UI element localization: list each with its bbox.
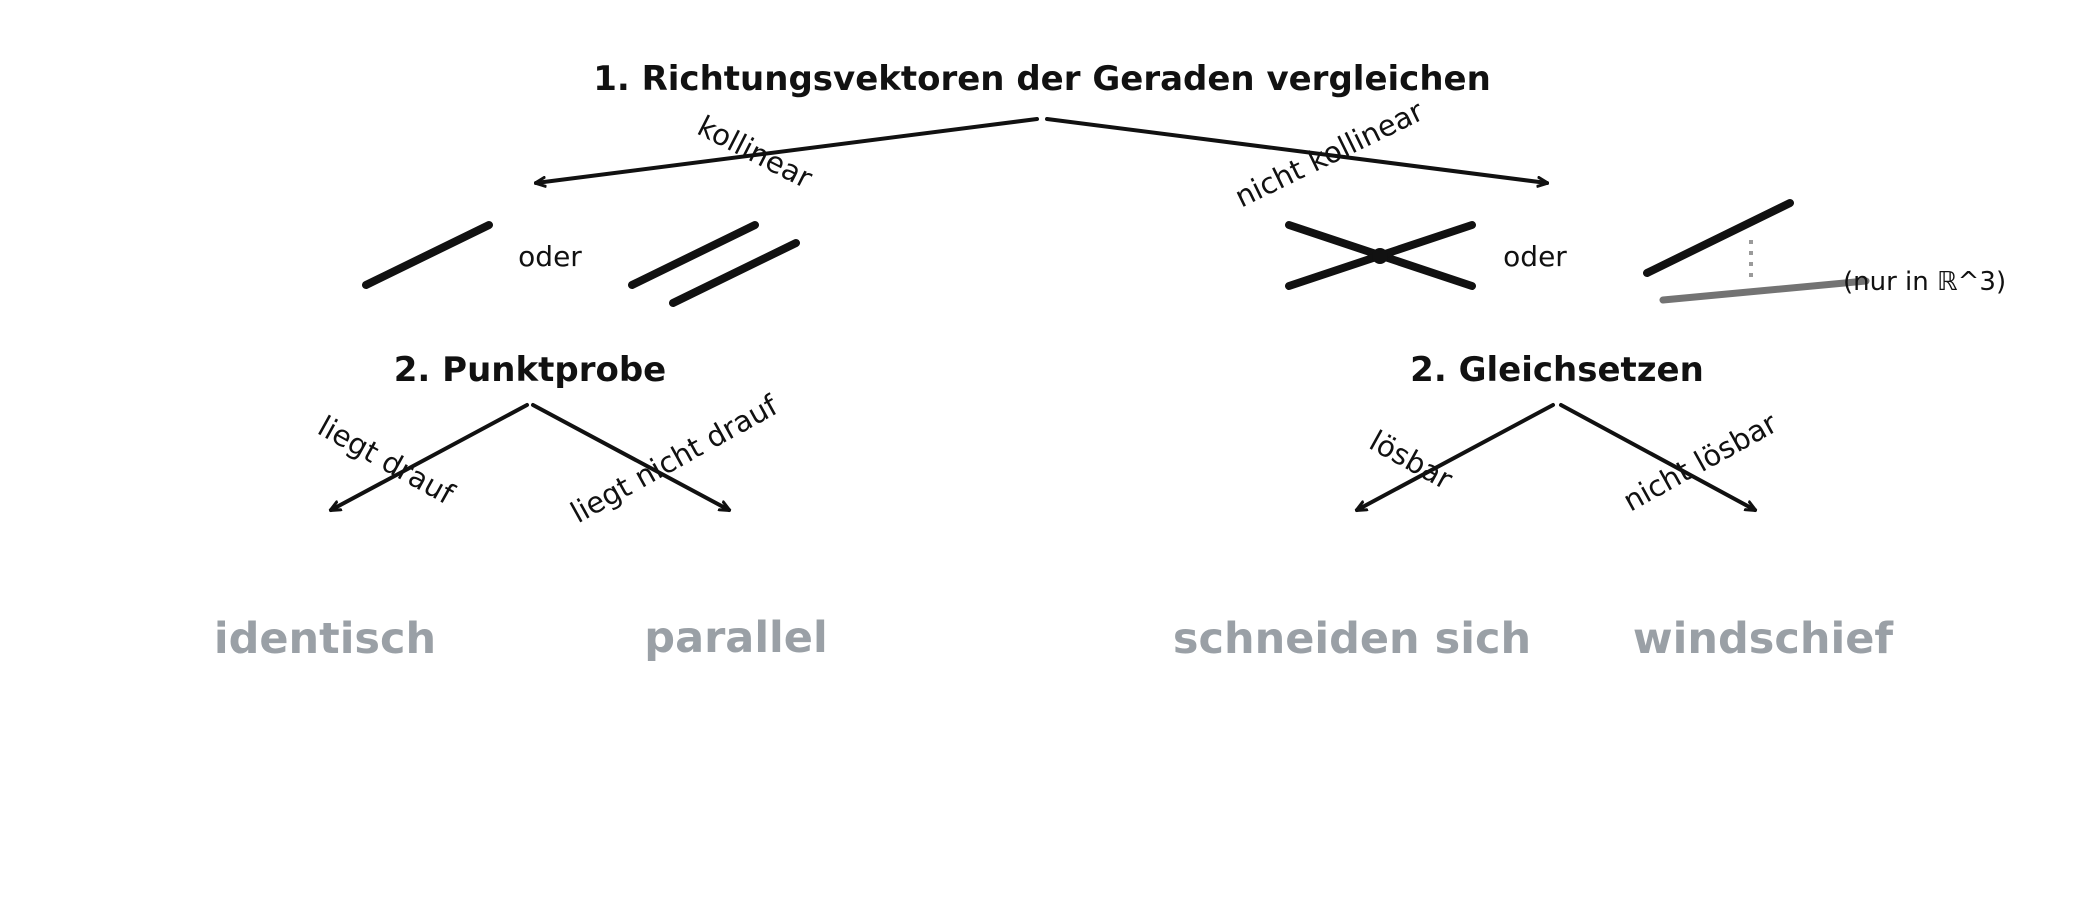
label-nicht-kollinear: nicht kollinear [1229, 94, 1428, 214]
label-liegt-drauf: liegt drauf [312, 409, 460, 512]
step2-punktprobe-heading: 2. Punktprobe [394, 350, 666, 390]
oder-left: oder [518, 240, 582, 273]
step2-gleichsetzen-heading: 2. Gleichsetzen [1410, 350, 1704, 390]
result-windschief: windschief [1633, 614, 1894, 664]
arrow-nicht-loesbar [1559, 403, 1755, 512]
oder-right: oder [1503, 240, 1567, 273]
arrow-liegt-drauf [331, 403, 529, 512]
skew-line-top-icon [1643, 199, 1794, 277]
label-kollinear: kollinear [692, 109, 818, 195]
arrow-loesbar [1357, 403, 1555, 512]
note-r3: (nur in ℝ^3) [1843, 267, 2006, 297]
result-schneiden-sich: schneiden sich [1173, 614, 1531, 664]
result-parallel: parallel [644, 613, 827, 663]
result-identisch: identisch [214, 614, 436, 664]
arrow-kollinear [536, 117, 1039, 183]
identical-line-icon [362, 221, 493, 289]
arrow-nicht-kollinear [1045, 117, 1547, 183]
label-nicht-loesbar: nicht lösbar [1617, 406, 1783, 518]
step1-heading: 1. Richtungsvektoren der Geraden verglei… [593, 59, 1491, 99]
skew-line-bottom-icon [1659, 277, 1870, 304]
label-liegt-nicht-drauf: liegt nicht drauf [565, 388, 784, 530]
intersection-point-icon [1372, 248, 1388, 264]
label-loesbar: lösbar [1364, 424, 1458, 497]
parallel-line-1-icon [628, 221, 759, 289]
parallel-line-2-icon [669, 239, 800, 307]
arrow-liegt-nicht-drauf [531, 403, 729, 512]
